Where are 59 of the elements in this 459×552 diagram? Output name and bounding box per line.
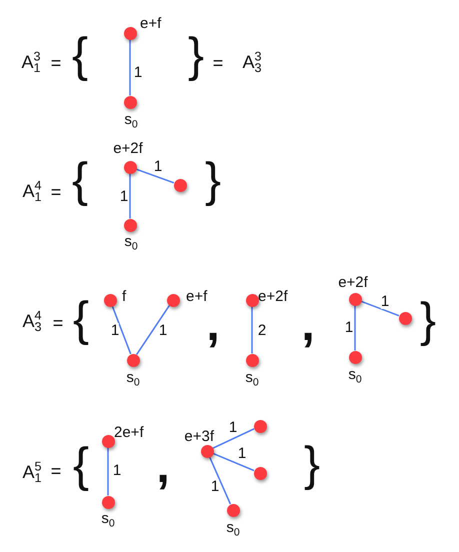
equals-sign: = <box>212 54 224 72</box>
edge-line <box>354 306 356 350</box>
edge-label: 1 <box>344 320 354 335</box>
edge-line <box>136 168 174 184</box>
vertex-dot <box>174 178 186 192</box>
vertex-label: f <box>122 289 126 304</box>
opening-brace: { <box>72 296 90 344</box>
opening-brace: { <box>72 32 88 80</box>
edge-label: 1 <box>228 420 238 435</box>
vertex-dot <box>254 466 266 480</box>
vertex-label: s$_{0}$ <box>226 520 240 536</box>
comma: , <box>301 301 315 350</box>
edge-line <box>136 305 170 355</box>
edge-line <box>360 300 400 316</box>
edge-line <box>208 456 232 504</box>
edge-label: 1 <box>110 322 120 338</box>
edge-label: 1 <box>120 188 128 204</box>
vertex-label: 2e+f <box>114 425 144 440</box>
opening-brace: { <box>72 442 90 490</box>
comma: , <box>156 443 170 492</box>
vertex-label: s$_{0}$ <box>126 370 140 386</box>
vertex-label: s$_{0}$ <box>245 370 259 386</box>
equals-sign: = <box>52 314 64 332</box>
edge-label: 1 <box>158 322 168 338</box>
vertex-label: s$_{0}$ <box>124 112 138 128</box>
vertex-dot <box>254 420 266 432</box>
closing-brace: } <box>304 441 320 490</box>
vertex-label: e+2f <box>338 275 368 290</box>
vertex-label: s$_{0}$ <box>124 234 138 250</box>
edge-label: 1 <box>134 64 142 80</box>
edge-label: 1 <box>380 294 390 309</box>
edge-label: 1 <box>112 462 122 478</box>
vertex-label: e+2f <box>258 289 288 304</box>
comma: , <box>206 301 220 350</box>
edge-label: 2 <box>258 322 266 338</box>
closing-brace: } <box>420 297 436 346</box>
vertex-label: e+3f <box>184 429 214 444</box>
edge-label: 1 <box>210 478 220 494</box>
vertex-label: e+f <box>186 289 208 304</box>
vertex-label: e+f <box>140 16 162 32</box>
edge-label: 1 <box>238 446 246 461</box>
edge-line <box>251 306 253 354</box>
closing-brace: } <box>204 157 222 206</box>
vertex-label: e+2f <box>113 141 143 156</box>
closing-brace: } <box>188 32 204 80</box>
edge-label: 1 <box>154 158 162 174</box>
equals-sign: = <box>50 182 62 201</box>
vertex-label: s$_{0}$ <box>348 367 362 382</box>
edge-line <box>212 428 254 449</box>
edge-line <box>107 448 109 496</box>
opening-brace: { <box>72 157 88 206</box>
vertex-label: s$_{0}$ <box>101 511 115 526</box>
equals-sign: = <box>50 462 62 480</box>
vertex-dot <box>398 312 412 324</box>
edge-line <box>129 174 131 218</box>
edge-line <box>112 306 132 354</box>
equals-sign: = <box>50 54 62 72</box>
edge-line <box>129 40 131 96</box>
edge-line <box>212 452 254 472</box>
